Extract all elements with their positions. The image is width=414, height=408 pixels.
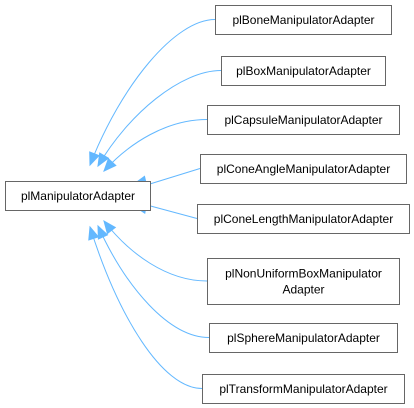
node-box-box xyxy=(221,56,386,86)
node-transform[interactable]: plTransformManipulatorAdapter xyxy=(202,374,405,404)
node-conelength-box xyxy=(197,204,410,234)
edge-bone xyxy=(89,19,216,166)
node-capsule-box xyxy=(207,105,400,135)
node-box[interactable]: plBoxManipulatorAdapter xyxy=(221,56,386,86)
edge-conelength xyxy=(144,204,198,219)
node-transform-box xyxy=(202,374,405,404)
edge-capsule xyxy=(103,119,208,172)
node-bone[interactable]: plBoneManipulatorAdapter xyxy=(215,5,392,35)
node-coneangle-box xyxy=(200,154,407,184)
node-bone-label: plBoneManipulatorAdapter xyxy=(232,13,374,27)
edge-coneangle xyxy=(144,168,201,186)
node-nonuniform-label: Adapter xyxy=(282,283,324,297)
node-capsule-label: plCapsuleManipulatorAdapter xyxy=(224,113,382,127)
arrowhead-nonuniform xyxy=(103,219,117,235)
node-box-label: plBoxManipulatorAdapter xyxy=(236,64,371,78)
node-capsule[interactable]: plCapsuleManipulatorAdapter xyxy=(207,105,400,135)
node-nonuniform-box xyxy=(207,258,400,305)
arrowhead-bone xyxy=(89,151,100,167)
node-base[interactable]: plManipulatorAdapter xyxy=(5,181,151,211)
node-base-label: plManipulatorAdapter xyxy=(21,189,135,203)
edge-box xyxy=(97,70,222,167)
node-conelength-label: plConeLengthManipulatorAdapter xyxy=(214,212,393,226)
node-sphere-label: plSphereManipulatorAdapter xyxy=(227,331,380,345)
arrowhead-capsule xyxy=(103,157,117,172)
edge-sphere xyxy=(97,225,210,338)
node-conelength[interactable]: plConeLengthManipulatorAdapter xyxy=(197,204,410,234)
edge-transform xyxy=(89,226,203,389)
nodes: plManipulatorAdapter plBoneManipulatorAda… xyxy=(5,5,410,404)
node-nonuniform-label: plNonUniformBoxManipulator xyxy=(225,267,382,281)
node-coneangle[interactable]: plConeAngleManipulatorAdapter xyxy=(200,154,407,184)
arrowhead-transform xyxy=(88,225,100,241)
edge-nonuniform xyxy=(103,220,208,282)
node-bone-box xyxy=(215,5,392,35)
node-sphere-box xyxy=(209,323,398,353)
node-base-box xyxy=(5,181,151,211)
arrowhead-sphere xyxy=(97,224,109,240)
arrowhead-box xyxy=(97,152,110,168)
node-coneangle-label: plConeAngleManipulatorAdapter xyxy=(217,162,390,176)
node-transform-label: plTransformManipulatorAdapter xyxy=(219,382,387,396)
node-sphere[interactable]: plSphereManipulatorAdapter xyxy=(209,323,398,353)
